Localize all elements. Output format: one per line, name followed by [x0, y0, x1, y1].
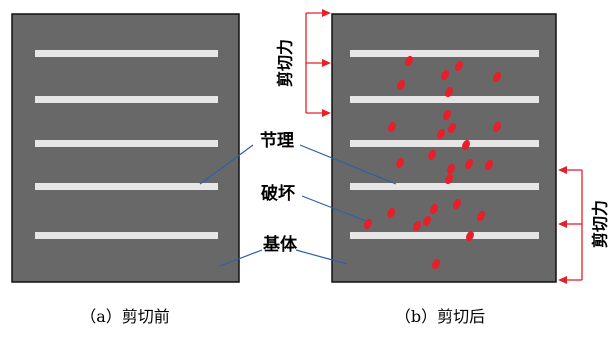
panel-before — [11, 13, 240, 283]
damage-spot — [428, 149, 436, 161]
joint-stripe — [350, 232, 539, 239]
arrowhead-icon — [558, 220, 567, 228]
leader-line-texture-left — [199, 144, 254, 185]
damage-spot — [453, 198, 461, 210]
shear-force-label-top: 剪切力 — [276, 39, 295, 87]
arrowhead-icon — [322, 9, 331, 17]
damage-spot — [477, 210, 485, 222]
joint-stripe — [35, 232, 218, 239]
damage-spot — [465, 158, 473, 170]
damage-spot — [432, 258, 440, 270]
arrowhead-icon — [558, 276, 567, 284]
damage-spot — [448, 122, 456, 134]
label-matrix: 基体 — [262, 234, 298, 255]
caption-before: （a）剪切前 — [80, 307, 170, 326]
arrowhead-icon — [322, 109, 331, 117]
damage-spot — [413, 220, 421, 232]
joint-stripe — [350, 96, 539, 103]
panel-after — [331, 13, 557, 283]
joint-stripe — [350, 140, 539, 147]
damage-spot — [447, 163, 455, 175]
leader-line-matrix-right — [295, 249, 348, 265]
damage-spot — [430, 203, 438, 215]
damage-spot — [462, 139, 470, 151]
damage-spot — [364, 218, 372, 230]
joint-stripe — [35, 140, 218, 147]
damage-spot — [493, 71, 501, 83]
damage-spot — [397, 79, 405, 91]
joint-stripe — [35, 183, 218, 190]
label-damage: 破坏 — [261, 183, 295, 204]
leader-line-matrix-left — [219, 249, 263, 267]
damage-spot — [437, 128, 445, 140]
damage-spot — [441, 69, 449, 81]
arrowhead-icon — [322, 59, 331, 67]
joint-stripe — [350, 50, 539, 57]
arrowhead-icon — [558, 166, 567, 174]
damage-spots — [364, 55, 501, 270]
damage-spot — [388, 121, 396, 133]
label-texture: 节理 — [260, 130, 294, 151]
damage-spot — [387, 207, 395, 219]
damage-spot — [485, 159, 493, 171]
damage-spot — [396, 157, 404, 169]
shear-force-right: 剪切力 — [558, 166, 610, 284]
damage-spot — [443, 109, 451, 121]
shear-force-top: 剪切力 — [276, 9, 331, 117]
damage-spot — [493, 121, 501, 133]
leader-lines — [199, 144, 397, 267]
damage-spot — [445, 173, 453, 185]
shear-force-label-right: 剪切力 — [591, 200, 610, 248]
leader-line-damage — [301, 195, 367, 222]
caption-after: （b）剪切后 — [395, 307, 485, 326]
joint-stripe — [350, 183, 539, 190]
damage-spot — [455, 60, 463, 72]
damage-spot — [405, 55, 413, 67]
leader-line-texture-right — [299, 144, 397, 185]
damage-spot — [466, 230, 474, 242]
joint-stripe — [35, 50, 218, 57]
damage-spot — [423, 215, 431, 227]
joint-stripe — [35, 96, 218, 103]
damage-spot — [445, 86, 453, 98]
